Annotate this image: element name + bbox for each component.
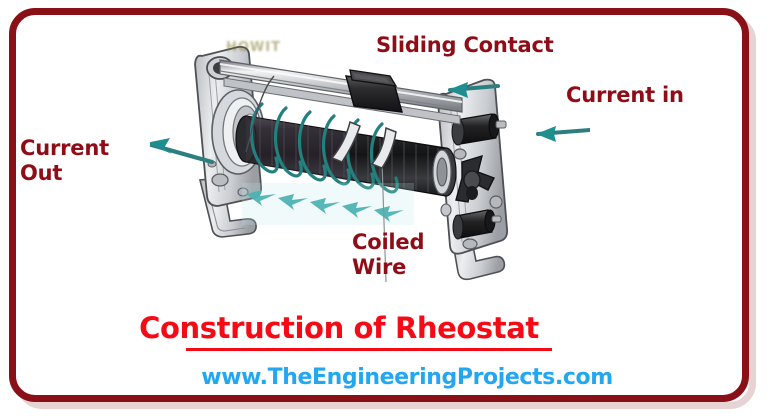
coil-flow-arrows xyxy=(246,190,404,222)
page-frame-border xyxy=(9,8,749,402)
label-coiled-wire: Coiled Wire xyxy=(352,230,425,279)
site-url-text: www.TheEngineeringProjects.com xyxy=(201,365,613,390)
diagram-title: Construction of Rheostat xyxy=(139,311,539,345)
terminal-bottom-right xyxy=(452,209,502,240)
current-in-arrow xyxy=(536,126,592,142)
slider-block xyxy=(330,69,403,169)
source-watermark: HOWIT xyxy=(226,40,281,55)
coil-highlight-turns xyxy=(250,102,399,194)
terminal-top-right xyxy=(451,113,507,146)
label-current-out: Current Out xyxy=(20,136,109,185)
sliding-contact-arrow xyxy=(448,82,500,98)
rheostat-illustration xyxy=(145,20,592,300)
current-out-arrow xyxy=(145,138,215,165)
label-current-in: Current in xyxy=(566,83,684,107)
right-bracket xyxy=(437,78,509,281)
label-sliding-contact: Sliding Contact xyxy=(376,33,554,57)
diagram-title-underline xyxy=(186,348,552,351)
